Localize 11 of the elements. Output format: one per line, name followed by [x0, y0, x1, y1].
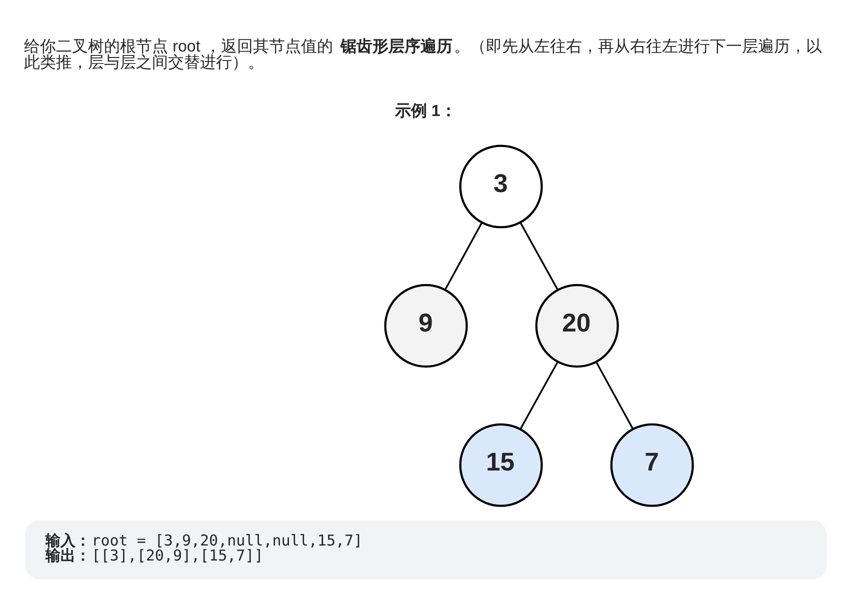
label: 给你二叉树的根节点 root ，返回其节点值的 锯齿形层序遍历。（即先从左往右，再从右往左进行下一层遍历，以此类推，层与层之间交替进行）。	[24, 37, 822, 72]
node-circle: 3	[459, 144, 543, 228]
connector	[595, 360, 634, 430]
node-circle: 20	[535, 284, 619, 368]
node-circle: 7	[610, 422, 694, 506]
node-circle: 15	[459, 422, 543, 506]
connector	[520, 360, 558, 430]
connector	[444, 222, 483, 290]
connector	[520, 222, 558, 290]
label: 示例 1：	[394, 101, 456, 120]
node-circle: 9	[384, 284, 468, 368]
